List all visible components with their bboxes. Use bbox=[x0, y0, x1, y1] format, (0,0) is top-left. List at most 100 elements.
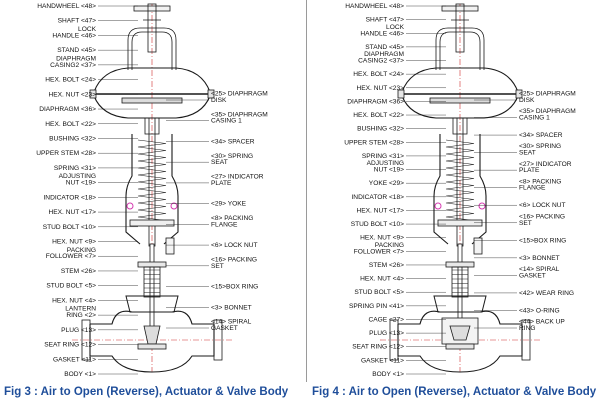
callout-label-left: ADJUSTING bbox=[367, 160, 404, 167]
callout-label-left: FOLLOWER <7> bbox=[354, 248, 404, 255]
callout-label-right: <35> DIAPHRAGM bbox=[519, 108, 576, 115]
figure-3-caption: Fig 3 : Air to Open (Reverse), Actuator … bbox=[4, 386, 289, 398]
callout-label-left: HANDLE <46> bbox=[360, 30, 404, 37]
callout-label-right: <29> YOKE bbox=[211, 201, 247, 208]
callout-label-left: HEX. BOLT <24> bbox=[45, 77, 96, 84]
callout-label-right: PLATE bbox=[211, 180, 232, 187]
callout-label-right: RING bbox=[519, 325, 535, 332]
callout-label-left: HEX. BOLT <24> bbox=[353, 71, 404, 78]
callout-label-left: HEX. NUT <23> bbox=[356, 85, 404, 92]
callout-label-left: NUT <19> bbox=[374, 167, 404, 174]
handwheel-shape bbox=[441, 5, 479, 12]
callout-label-right: <25> DIAPHRAGM bbox=[211, 91, 268, 98]
callout-label-left: HEX. NUT <4> bbox=[52, 297, 96, 304]
seat-ring-shape bbox=[137, 343, 167, 350]
callout-label-left: LOCK bbox=[78, 26, 97, 33]
callout-label-left: HANDWHEEL <48> bbox=[37, 3, 96, 10]
callout-label-right: <8> PACKING bbox=[211, 215, 253, 222]
callout-label-left: HANDWHEEL <48> bbox=[345, 3, 404, 10]
callout-label-right: PLATE bbox=[519, 167, 540, 174]
callout-label-right: <8> PACKING bbox=[519, 178, 561, 185]
callout-label-right: <15>BOX RING bbox=[211, 284, 258, 291]
callout-label-right: FLANGE bbox=[211, 221, 238, 228]
callout-label-left: STEM <26> bbox=[369, 262, 404, 269]
callout-label-left: ADJUSTING bbox=[59, 173, 96, 180]
callout-label-right: CASING 1 bbox=[211, 118, 242, 125]
flange-left-shape bbox=[81, 319, 91, 361]
callout-label-right: <44> BACK UP bbox=[519, 319, 565, 326]
stand-shape bbox=[127, 27, 177, 70]
callout-label-right: <3> BONNET bbox=[211, 304, 252, 311]
callout-label-left: CASING2 <37> bbox=[358, 58, 404, 65]
callout-label-right: <30> SPRING bbox=[519, 143, 561, 150]
callout-label-left: GASKET <11> bbox=[361, 357, 404, 364]
callout-label-left: HEX. NUT <9> bbox=[52, 239, 96, 246]
callout-label-right: <16> PACKING bbox=[519, 213, 565, 220]
handwheel-shape bbox=[133, 5, 171, 12]
callout-label-left: RING <2> bbox=[66, 312, 96, 319]
hex-bolt-left-shape bbox=[89, 89, 97, 99]
callout-label-left: NUT <19> bbox=[66, 180, 96, 187]
stand-shape bbox=[435, 27, 485, 70]
spring-seat-shape bbox=[437, 219, 483, 227]
callout-label-left: HEX. NUT <17> bbox=[356, 207, 404, 214]
callout-label-left: INDICATOR <18> bbox=[43, 194, 96, 201]
callout-label-right: <14> SPIRAL bbox=[211, 319, 252, 326]
callout-label-right: <35> DIAPHRAGM bbox=[211, 111, 268, 118]
callout-label-left: SHAFT <47> bbox=[58, 18, 97, 25]
callout-label-left: DIAPHRAGM bbox=[364, 51, 404, 58]
flange-right-shape bbox=[521, 319, 531, 361]
callout-label-left: HEX. BOLT <22> bbox=[353, 112, 404, 119]
callout-label-right: <30> SPRING bbox=[211, 153, 253, 160]
callout-label-left: UPPER STEM <28> bbox=[344, 139, 404, 146]
body-upper-shape bbox=[398, 310, 522, 325]
callout-label-right: <34> SPACER bbox=[519, 132, 563, 139]
callout-label-left: HEX. NUT <23> bbox=[48, 91, 96, 98]
callout-label-left: SHAFT <47> bbox=[366, 17, 405, 24]
packing-box-shape bbox=[143, 266, 161, 298]
body-lower-shape bbox=[89, 324, 215, 373]
callout-label-left: DIAPHRAGM <36> bbox=[347, 98, 404, 105]
callout-label-right: SET bbox=[519, 220, 532, 227]
callout-label-right: <34> SPACER bbox=[211, 138, 255, 145]
seat-ring-shape bbox=[445, 343, 475, 350]
flange-right-shape bbox=[213, 319, 223, 361]
callout-label-right: SEAT bbox=[519, 150, 536, 157]
plug-shape bbox=[449, 325, 471, 341]
flange-left-shape bbox=[389, 319, 399, 361]
callout-label-left: INDICATOR <18> bbox=[351, 194, 404, 201]
callout-label-left: SEAT RING <12> bbox=[44, 342, 96, 349]
callout-label-right: <27> INDICATOR bbox=[519, 161, 572, 168]
callout-label-left: HEX. BOLT <22> bbox=[45, 121, 96, 128]
callout-label-left: FOLLOWER <7> bbox=[46, 253, 96, 260]
callout-label-right: FLANGE bbox=[519, 185, 546, 192]
callout-label-right: <6> LOCK NUT bbox=[211, 242, 258, 249]
callout-label-right: <43> O-RING bbox=[519, 307, 560, 314]
callout-label-right: GASKET bbox=[211, 325, 238, 332]
callout-label-left: PACKING bbox=[67, 247, 96, 254]
spring-shape bbox=[137, 139, 167, 221]
yoke-shape bbox=[125, 134, 179, 245]
hex-bolt-left-shape bbox=[397, 89, 405, 99]
adjusting-nut-marker-left bbox=[434, 202, 442, 210]
hex-bolt-right-shape bbox=[515, 89, 523, 99]
callout-label-left: LOCK bbox=[386, 24, 405, 31]
diaphragm-casing-upper-shape bbox=[93, 67, 211, 93]
stand-inner-shape bbox=[439, 31, 481, 70]
callout-label-left: PLUG <13> bbox=[61, 327, 96, 334]
adjusting-nut-marker-right bbox=[478, 202, 486, 210]
callout-label-left: STUD BOLT <10> bbox=[351, 221, 404, 228]
callout-label-left: BODY <1> bbox=[64, 371, 96, 378]
packing-box-shape bbox=[451, 266, 469, 298]
callout-label-left: HEX. NUT <9> bbox=[360, 235, 404, 242]
figure-4-caption: Fig 4 : Air to Open (Reverse), Actuator … bbox=[312, 386, 597, 398]
callout-label-left: PACKING bbox=[375, 242, 404, 249]
callout-label-left: STEM <26> bbox=[61, 268, 96, 275]
diaphragm-disk-shape bbox=[121, 97, 183, 104]
callout-label-left: BODY <1> bbox=[372, 371, 404, 378]
callout-label-left: STAND <45> bbox=[365, 44, 404, 51]
spring-seat-shape bbox=[129, 219, 175, 227]
callout-label-left: STAND <45> bbox=[57, 47, 96, 54]
callout-label-left: BUSHING <32> bbox=[49, 135, 96, 142]
